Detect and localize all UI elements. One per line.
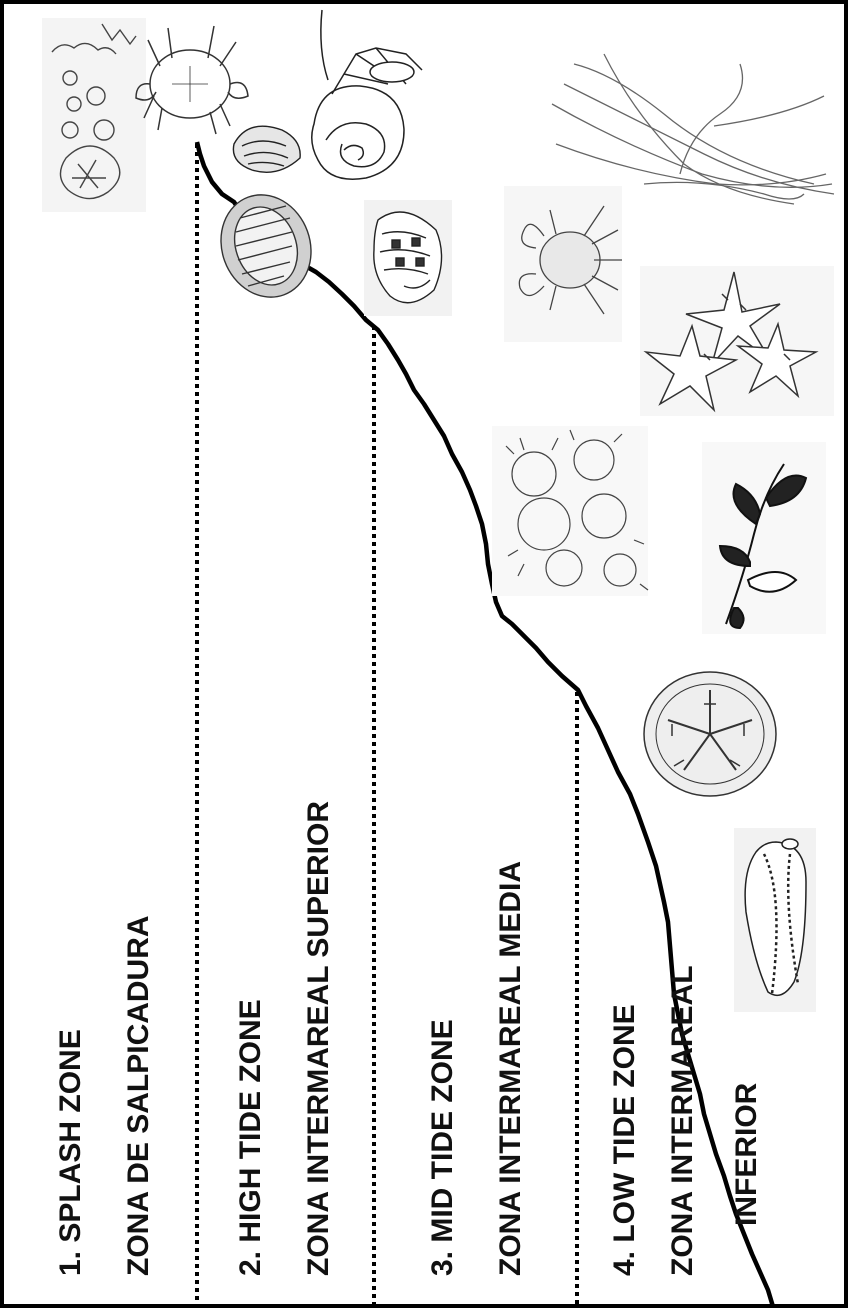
mussel-illustration [233,126,300,172]
hermit-crab-illustration [312,10,422,179]
splash-zone-label: 1. SPLASH ZONE [56,1029,86,1276]
sea-grass-illustration [552,54,834,204]
barnacles-illustration [42,18,146,212]
mid-tide-zone-spanish-label: ZONA INTERMAREAL MEDIA [496,861,526,1276]
high-tide-zone-spanish-label: ZONA INTERMAREAL SUPERIOR [304,801,334,1276]
splash-zone-spanish-label: ZONA DE SALPICADURA [124,915,154,1276]
sea-cucumber-illustration [734,828,816,1012]
low-tide-zone-spanish-label-line1: ZONA INTERMAREAL [668,965,698,1276]
sand-dollar-illustration [644,672,776,796]
seaweed-illustration [702,442,826,634]
mid-tide-zone-label: 3. MID TIDE ZONE [428,1019,458,1276]
snail-illustration [364,200,452,316]
sea-anemones-illustration [492,426,648,596]
shore-crab-illustration [504,186,622,342]
low-tide-zone-label: 4. LOW TIDE ZONE [610,1004,640,1276]
chiton-illustration [207,182,325,310]
low-tide-zone-spanish-label-line2: INFERIOR [732,1083,762,1226]
sea-stars-illustration [640,266,834,416]
high-tide-zone-label: 2. HIGH TIDE ZONE [236,999,266,1276]
crab-illustration [136,26,248,134]
